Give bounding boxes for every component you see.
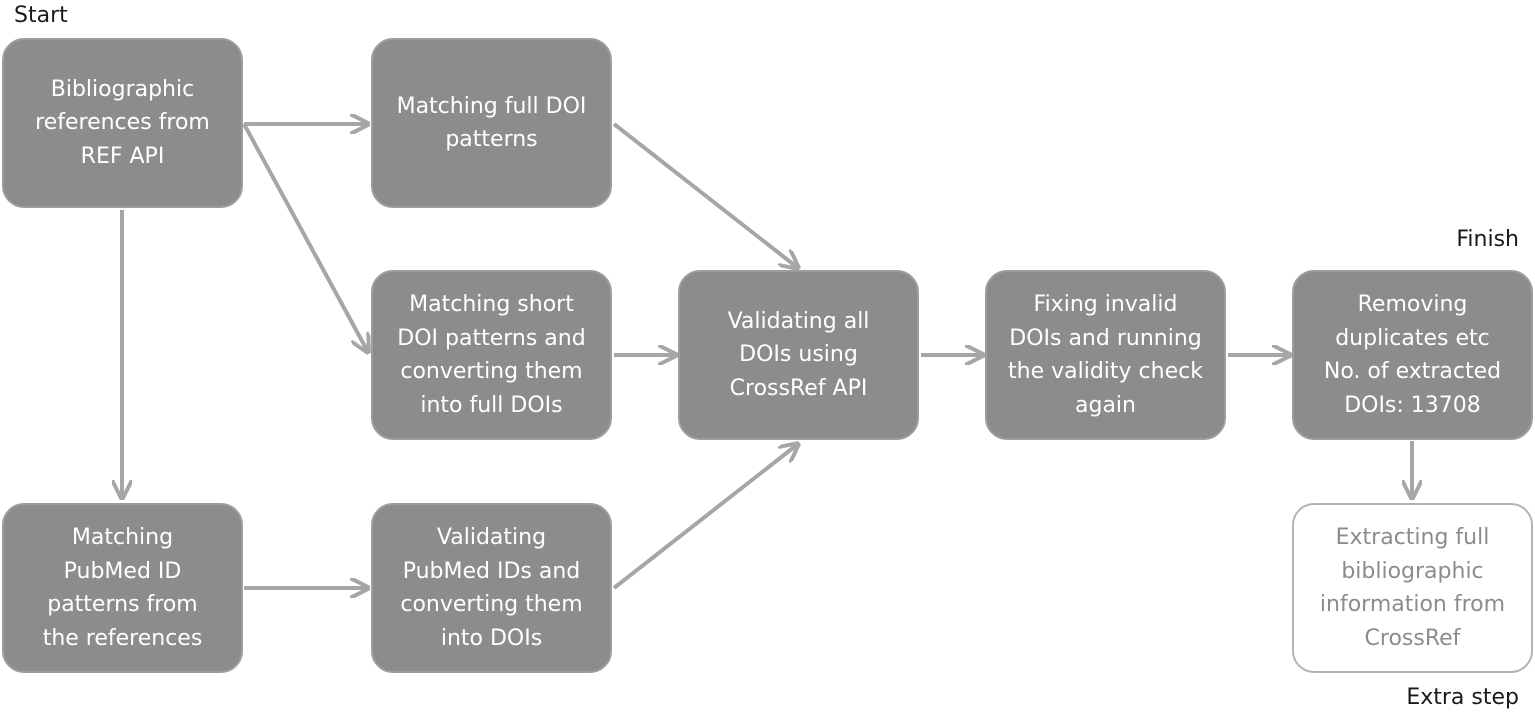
full-doi-box: Matching full DOI patterns xyxy=(371,38,612,208)
validate-dois-box: Validating all DOIs using CrossRef API xyxy=(678,270,919,440)
pubmed-validate-box: Validating PubMed IDs and converting the… xyxy=(371,503,612,673)
full-doi-text: Matching full DOI patterns xyxy=(396,93,587,153)
remove-duplicates-box: Removing duplicates etc No. of extracted… xyxy=(1292,270,1533,440)
fix-invalid-text: Fixing invalid DOIs and running the vali… xyxy=(1008,292,1203,418)
arrow-pubmed-validate-to-validate xyxy=(612,444,798,590)
short-doi-text: Matching short DOI patterns and converti… xyxy=(397,292,586,418)
extra-step-label: Extra step xyxy=(1406,685,1519,710)
start-label: Start xyxy=(14,3,68,28)
short-doi-box: Matching short DOI patterns and converti… xyxy=(371,270,612,440)
validate-dois-text: Validating all DOIs using CrossRef API xyxy=(727,308,870,401)
remove-duplicates-text: Removing duplicates etc No. of extracted… xyxy=(1323,292,1502,418)
ref-api-text: Bibliographic references from REF API xyxy=(35,76,210,169)
finish-label: Finish xyxy=(1456,227,1519,252)
pubmed-match-text: Matching PubMed ID patterns from the ref… xyxy=(42,525,203,651)
extract-info-box: Extracting full bibliographic informatio… xyxy=(1292,503,1533,673)
fix-invalid-box: Fixing invalid DOIs and running the vali… xyxy=(985,270,1226,440)
pubmed-match-box: Matching PubMed ID patterns from the ref… xyxy=(2,503,243,673)
arrow-ref-to-short-doi xyxy=(242,123,368,352)
extract-info-text: Extracting full bibliographic informatio… xyxy=(1319,525,1506,651)
ref-api-box: Bibliographic references from REF API xyxy=(2,38,243,208)
arrow-full-doi-to-validate xyxy=(612,122,798,268)
pubmed-validate-text: Validating PubMed IDs and converting the… xyxy=(400,525,583,651)
